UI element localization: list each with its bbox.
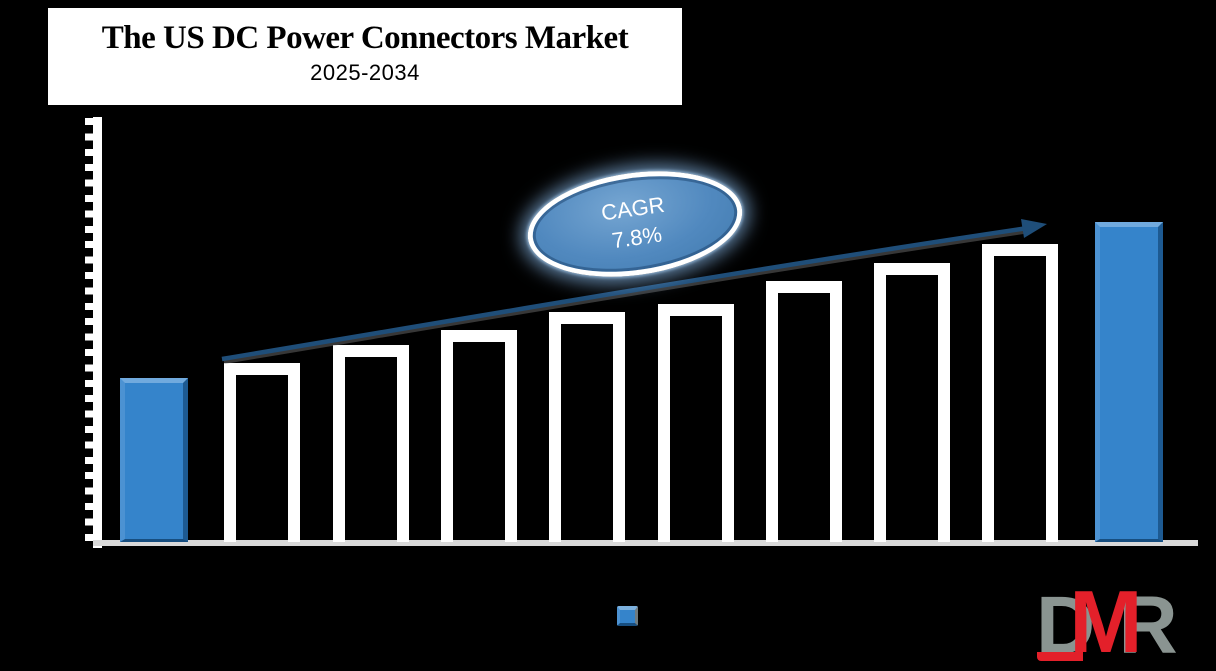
dmr-logo: D M R [1036,572,1216,671]
bar-2031 [766,281,842,542]
bar-2034 [1095,222,1163,542]
bar-2028 [441,330,517,542]
bar-2025 [120,378,188,542]
cagr-badge: CAGR 7.8% [520,158,750,290]
bar-2030 [658,304,734,542]
bar-2032 [874,263,950,542]
bar-2033 [982,244,1058,542]
logo-red-swoosh [1037,652,1083,661]
legend-marker-icon [617,606,638,626]
chart-title: The US DC Power Connectors Market [101,20,629,56]
bar-2029 [549,312,625,542]
chart-title-plate: The US DC Power Connectors Market 2025-2… [48,8,682,105]
x-axis-baseline [93,540,1198,546]
y-axis-ticks [85,118,93,548]
logo-letter-m: M [1069,572,1143,671]
cagr-value: 7.8% [610,221,664,254]
trend-arrowhead-icon [1021,219,1047,238]
y-axis-line [93,117,102,548]
bar-2026 [224,363,300,542]
chart-subtitle: 2025-2034 [310,60,420,86]
bar-2027 [333,345,409,542]
logo-letter-r: R [1118,579,1178,671]
